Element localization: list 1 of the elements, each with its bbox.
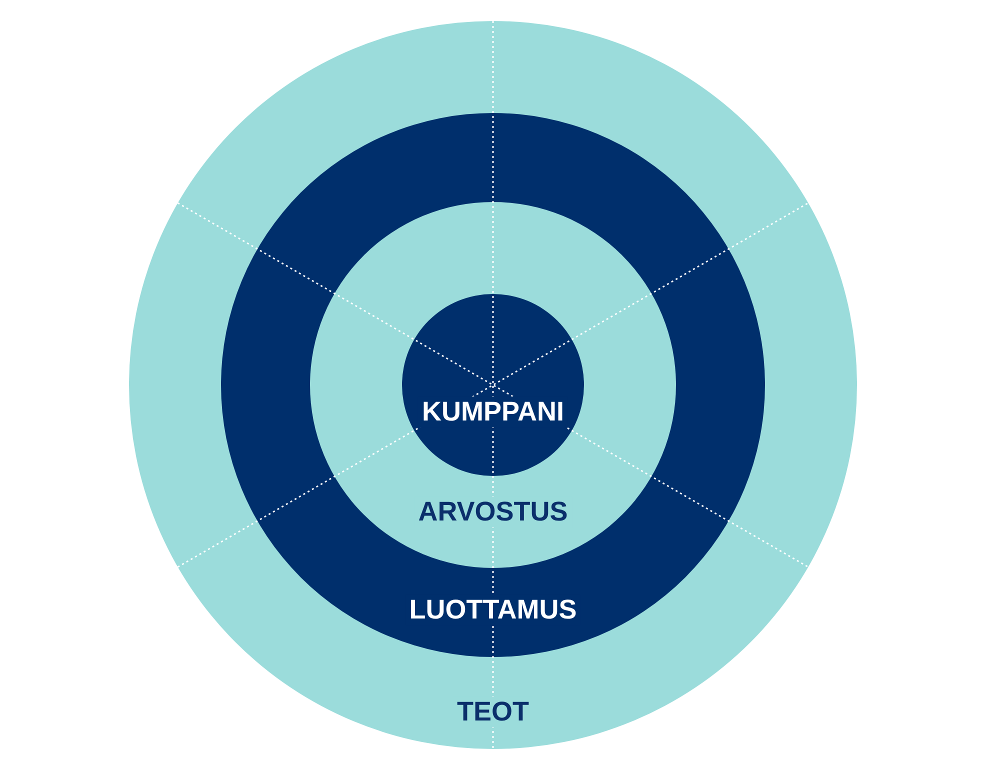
ring-label: KUMPPANI xyxy=(418,396,568,428)
